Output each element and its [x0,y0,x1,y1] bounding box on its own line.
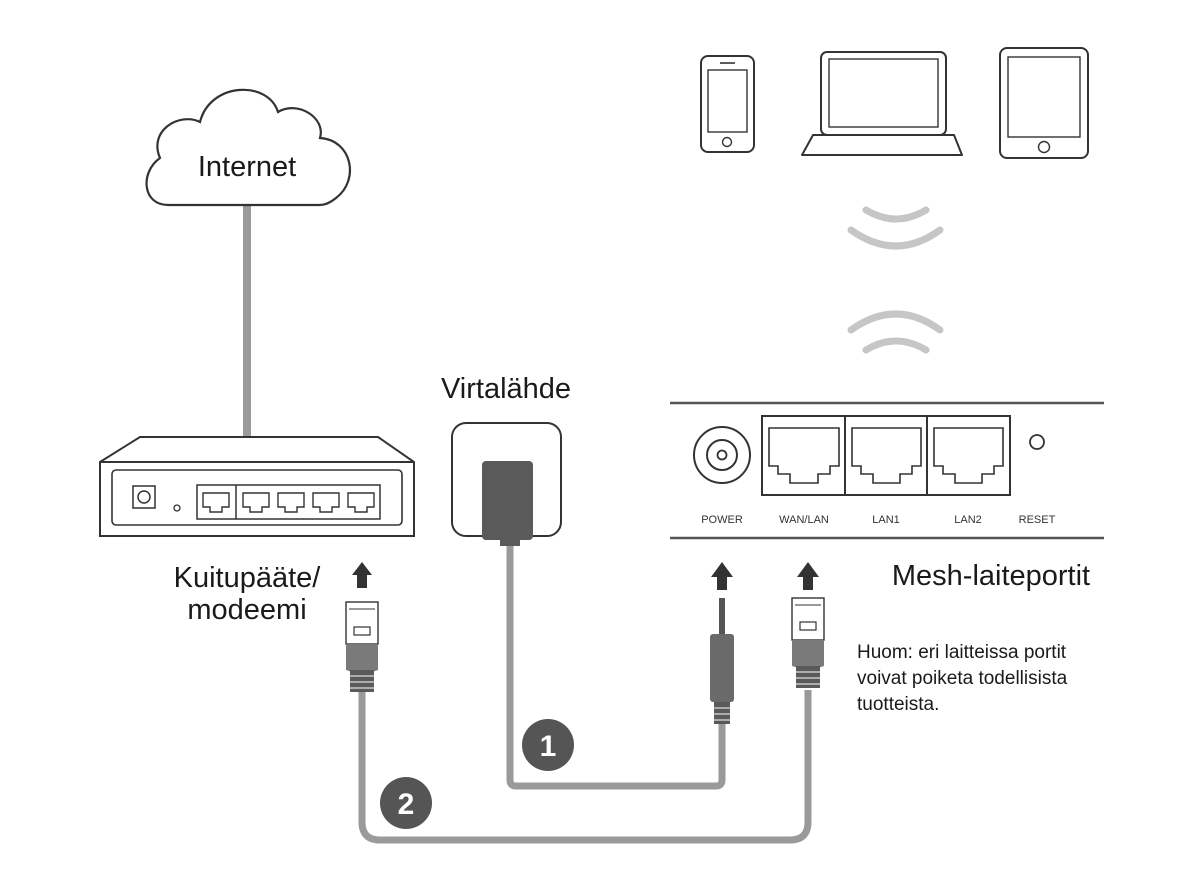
rj45-plug-icon [345,601,379,692]
power-adapter-icon [451,422,562,546]
step-2-number: 2 [398,788,415,821]
up-arrow-icon [711,562,733,590]
port-label-lan2: LAN2 [954,514,982,526]
up-arrow-icon [797,562,819,590]
power-cable [506,540,726,790]
mesh-ports-label: Mesh-laiteportit [892,560,1090,592]
mesh-power-port [693,426,751,484]
rj45-plug-icon [791,597,825,688]
modem-label-line2: modeemi [187,594,306,626]
modem-device [99,436,415,537]
mesh-reset-button [1029,434,1045,450]
tablet-icon [999,47,1089,159]
wifi-transmit-icon [847,310,944,354]
port-label-reset: RESET [1019,514,1056,526]
up-arrow-icon [352,562,372,588]
note-line-1: Huom: eri laitteissa portit [857,642,1067,663]
step-1-number: 1 [540,730,557,763]
internet-cable [243,205,251,437]
phone-icon [700,55,755,153]
wifi-receive-icon [847,206,944,250]
ethernet-cable [358,690,812,844]
port-label-lan1: LAN1 [872,514,900,526]
note-line-2: voivat poiketa todellisista [857,668,1068,689]
power-supply-label: Virtalähde [441,373,571,405]
cloud-icon [145,88,351,207]
step-2-badge: 2 [380,777,432,829]
laptop-icon [801,51,963,156]
note-line-3: tuotteista. [857,694,939,715]
dc-power-plug-icon [710,598,734,724]
internet-label: Internet [198,151,296,183]
modem-reset-hole [173,504,181,512]
step-1-badge: 1 [522,719,574,771]
port-label-wan-lan: WAN/LAN [779,514,829,526]
mesh-back-panel [670,401,1104,540]
modem-label-line1: Kuitupääte/ [174,562,322,594]
modem-ethernet-ports [202,492,375,513]
mesh-ethernet-ports [761,415,1011,496]
port-label-power: POWER [701,514,743,526]
